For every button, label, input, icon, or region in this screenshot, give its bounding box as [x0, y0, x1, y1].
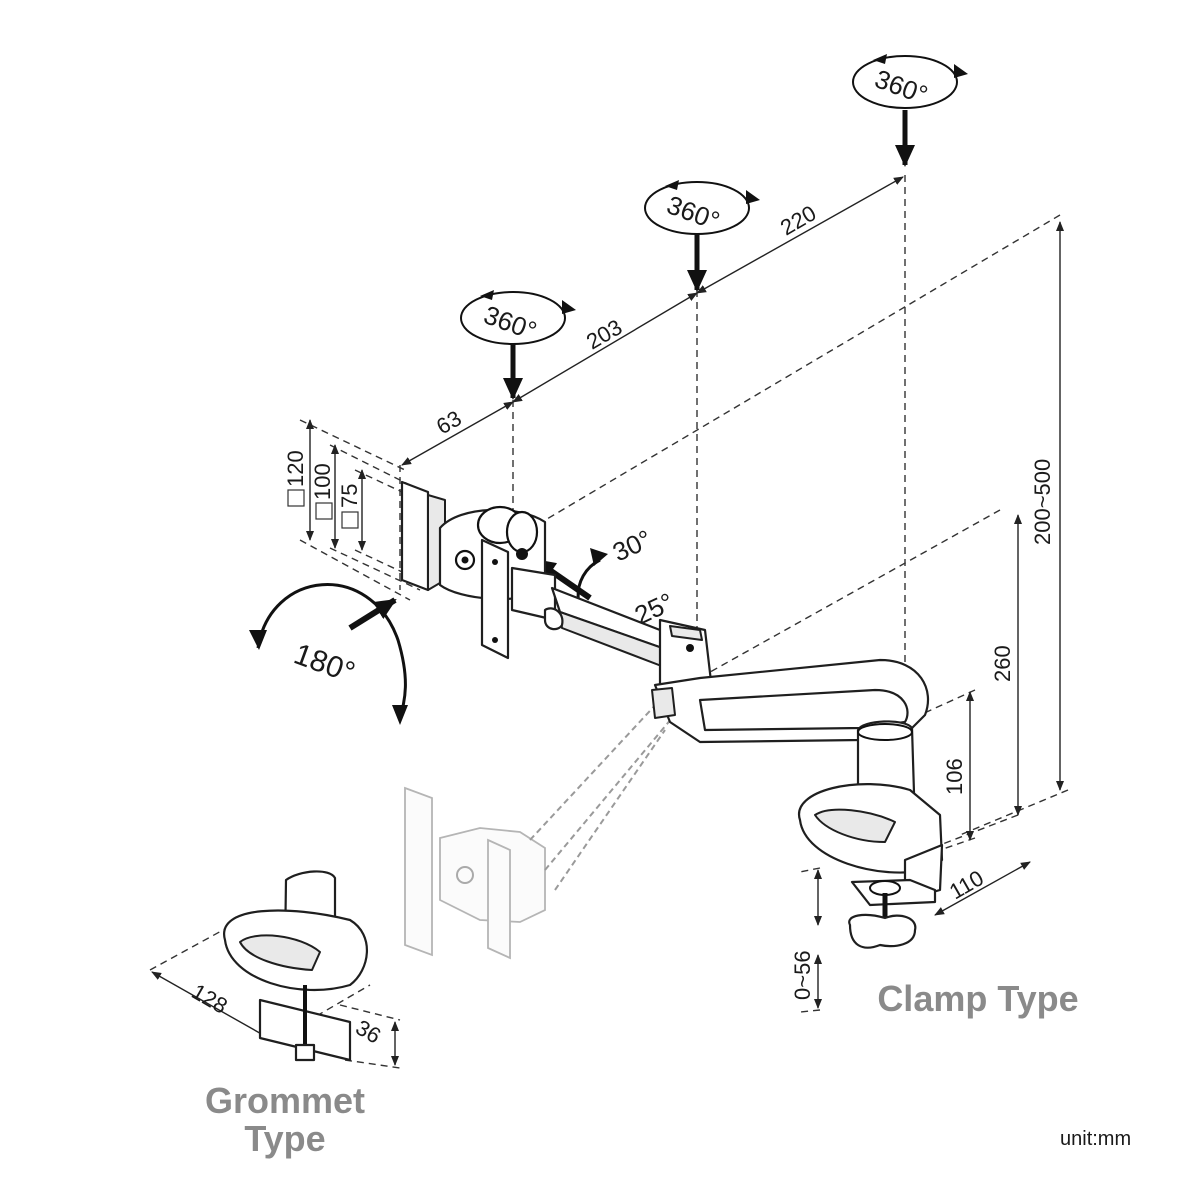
dim-100: 100 [310, 463, 335, 500]
square-icon [287, 489, 305, 507]
dim-120: 120 [283, 450, 308, 487]
dim-203: 203 [582, 314, 626, 354]
grommet-type-label: Grommet Type [175, 1082, 395, 1158]
angle-180: 180° [290, 638, 360, 690]
swivel-indicator-2: 360° [644, 180, 760, 292]
dim-75: 75 [337, 484, 362, 508]
square-icon [341, 511, 359, 529]
construction-lines [149, 175, 1069, 1069]
height-dimensions: 200~500 260 106 110 0~56 [790, 221, 1064, 1009]
vesa-dimensions: 120 100 75 [283, 419, 366, 551]
angle-30: 30° [608, 524, 656, 568]
grommet-base [223, 870, 368, 1062]
dim-clamp-range: 0~56 [790, 950, 815, 1000]
dim-36: 36 [352, 1015, 386, 1049]
dim-height-range: 200~500 [1030, 459, 1055, 545]
dim-110: 110 [945, 865, 988, 904]
dim-63: 63 [432, 405, 466, 439]
unit-label: unit:mm [1060, 1128, 1132, 1150]
lower-arm [651, 658, 930, 744]
square-icon [315, 502, 333, 520]
dim-220: 220 [776, 200, 820, 240]
dim-106: 106 [942, 758, 967, 795]
grommet-type-line2: Type [244, 1118, 326, 1159]
rotation-180-indicator: 180° [249, 583, 408, 725]
swivel-indicator-1: 360° [460, 290, 576, 400]
grommet-type-line1: Grommet [204, 1080, 366, 1121]
clamp-base [797, 783, 944, 949]
swivel-indicator-3: 360° [852, 54, 968, 167]
dim-260: 260 [990, 645, 1015, 682]
clamp-type-label: Clamp Type [877, 978, 1079, 1019]
pointer-arrow-icon [348, 597, 397, 631]
lowered-arm-ghost [404, 699, 673, 960]
